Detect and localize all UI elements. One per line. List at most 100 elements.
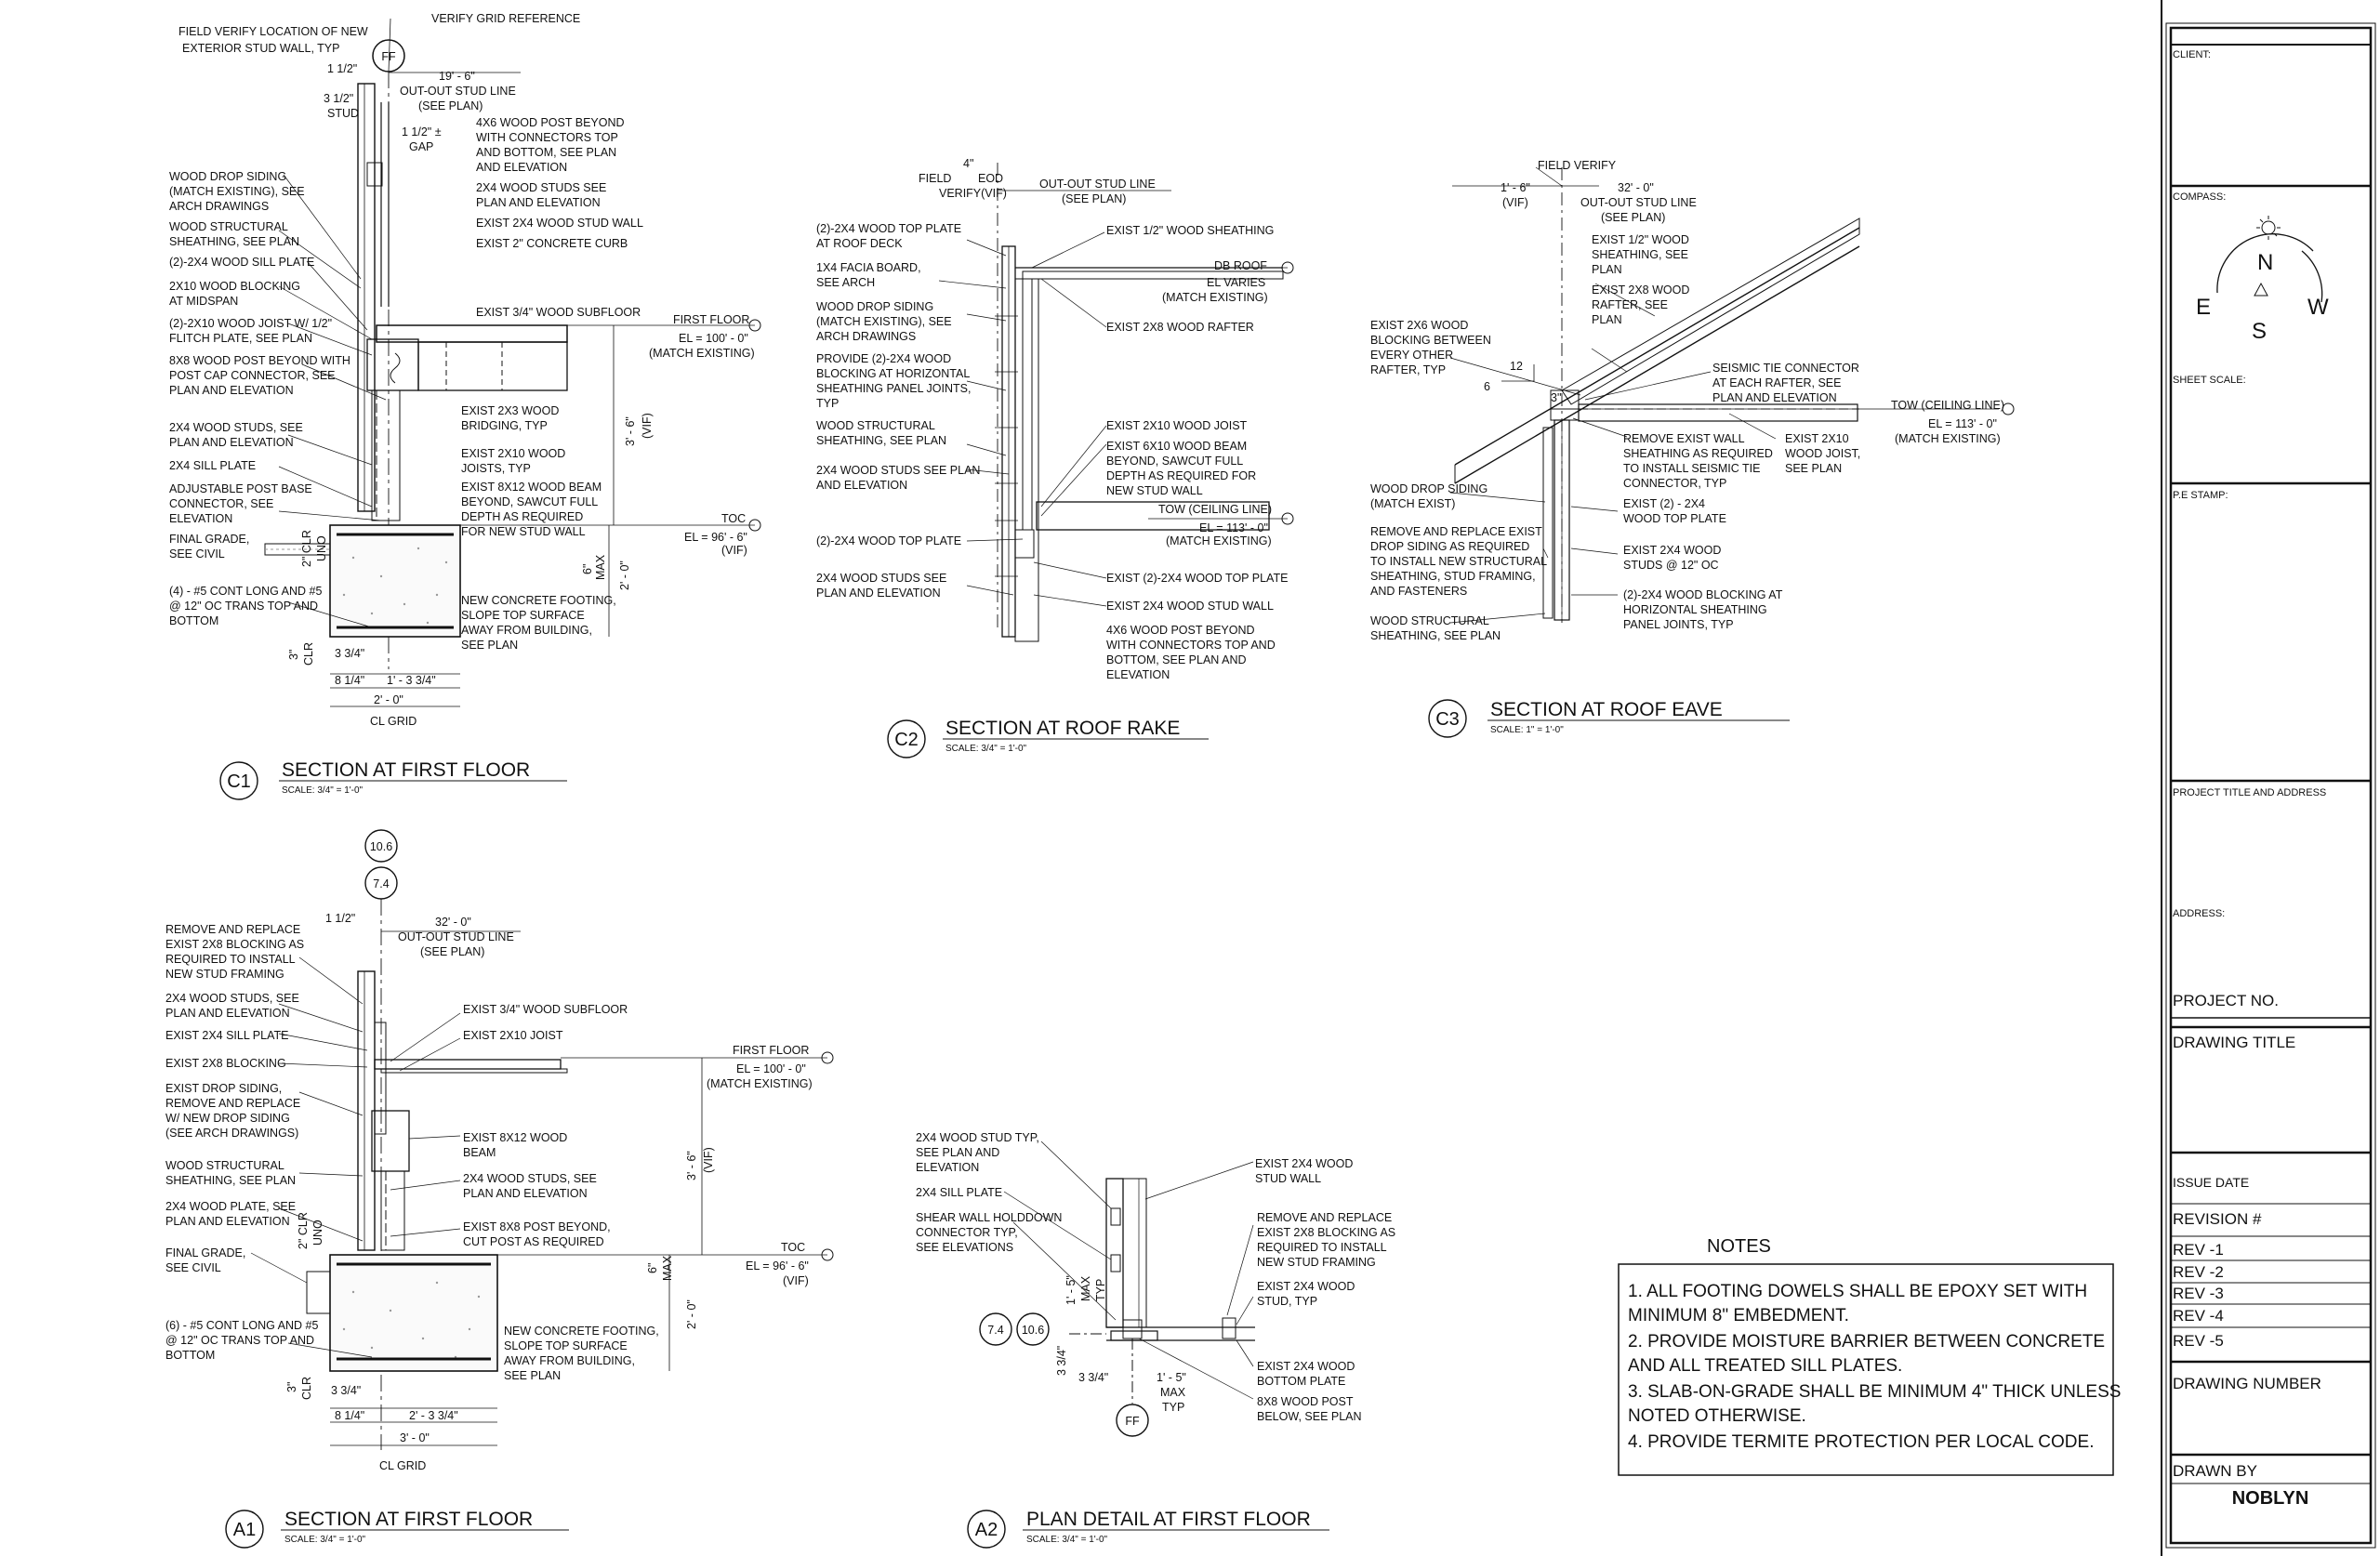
c3-label: SEISMIC TIE CONNECTOR [1712, 362, 1859, 375]
a1-label: (SEE PLAN) [420, 945, 484, 958]
a1-label: 32' - 0" [435, 916, 471, 929]
c2-label: EXIST 2X4 WOOD STUD WALL [1106, 600, 1274, 613]
c1-label: NEW CONCRETE FOOTING, [461, 594, 616, 607]
a1-label: AWAY FROM BUILDING, [504, 1354, 635, 1367]
c3-label: SHEATHING AS REQUIRED [1623, 447, 1773, 460]
c1-label: 1 1/2" [327, 62, 357, 75]
a2-grid-left: 7.4 [987, 1324, 1003, 1337]
c1-label: ADJUSTABLE POST BASE [169, 482, 312, 495]
a1-label: 2X4 WOOD STUDS, SEE [165, 992, 299, 1005]
c1-label: 3 1/2" [324, 92, 353, 105]
tb-revision: REVISION # [2173, 1210, 2262, 1228]
a1-label: TOC [781, 1241, 805, 1254]
c3-label: PLAN [1592, 263, 1622, 276]
c1-label: (2)-2X4 WOOD SILL PLATE [169, 256, 314, 269]
a1-label: 3' - 0" [400, 1431, 430, 1444]
a1-label: EXIST 2X8 BLOCKING AS [165, 938, 304, 951]
c1-label: BEYOND, SAWCUT FULL [461, 495, 598, 508]
c1-label: 8 1/4" [335, 674, 364, 687]
c2-label: EXIST 6X10 WOOD BEAM [1106, 440, 1247, 453]
a1-label: 3" [285, 1382, 298, 1392]
a1-label: SHEATHING, SEE PLAN [165, 1174, 296, 1187]
c1-label: ELEVATION [169, 512, 232, 525]
c1-label: STUD [327, 107, 359, 120]
c1-label: EXIST 2X3 WOOD [461, 404, 559, 417]
c3-label: (2)-2X4 WOOD BLOCKING AT [1623, 588, 1783, 601]
c1-label: EL = 96' - 6" [684, 531, 747, 544]
c3-label: 1' - 6" [1501, 181, 1530, 194]
c3-label: REMOVE AND REPLACE EXIST [1370, 525, 1542, 538]
c1-label: OUT-OUT STUD LINE [400, 85, 516, 98]
c3-scale: SCALE: 1" = 1'-0" [1490, 725, 1564, 735]
a1-label: EL = 100' - 0" [736, 1062, 806, 1075]
c3-label: EL = 113' - 0" [1928, 417, 1997, 430]
a1-label: SLOPE TOP SURFACE [504, 1339, 628, 1352]
a1-label: 2' - 3 3/4" [409, 1409, 458, 1422]
a1-label: NEW STUD FRAMING [165, 968, 284, 981]
c3-label: BLOCKING BETWEEN [1370, 334, 1491, 347]
c3-label: WOOD JOIST, [1785, 447, 1860, 460]
a1-label: 2X4 WOOD PLATE, SEE [165, 1200, 296, 1213]
a2-label: 3 3/4" [1078, 1371, 1108, 1384]
a2-label: 1' - 5" [1064, 1275, 1078, 1305]
tb-drawn-by-name: NOBLYN [2232, 1488, 2309, 1509]
c1-label: SEE CIVIL [169, 547, 225, 560]
c3-label: AT EACH RAFTER, SEE [1712, 376, 1841, 389]
c1-label: 3 3/4" [335, 647, 364, 660]
c1-label: SLOPE TOP SURFACE [461, 609, 585, 622]
c2-label: (MATCH EXISTING) [1166, 534, 1272, 547]
c1-label: 2X4 WOOD STUDS, SEE [169, 421, 303, 434]
c3-label: EXIST 2X8 WOOD [1592, 284, 1689, 297]
c1-label: SEE PLAN [461, 639, 518, 652]
c1-label: TOC [721, 512, 746, 525]
a1-label: (6) - #5 CONT LONG AND #5 [165, 1319, 318, 1332]
tb-rev-3: REV -3 [2173, 1285, 2224, 1302]
c1-label: (VIF) [641, 413, 654, 439]
c2-label: 1X4 FACIA BOARD, [816, 261, 921, 274]
compass-w-label: W [2307, 295, 2329, 320]
c3-label: (SEE PLAN) [1601, 211, 1665, 224]
c2-label: WITH CONNECTORS TOP AND [1106, 639, 1276, 652]
a2-title: PLAN DETAIL AT FIRST FLOOR [1026, 1509, 1311, 1530]
c1-label: 1 1/2" ± [402, 125, 442, 138]
c1-label: WOOD STRUCTURAL [169, 220, 288, 233]
c1-label: EXTERIOR STUD WALL, TYP [182, 42, 339, 55]
c3-label: SHEATHING, SEE [1592, 248, 1688, 261]
c1-label: @ 12" OC TRANS TOP AND [169, 600, 318, 613]
c1-label: AND BOTTOM, SEE PLAN [476, 146, 616, 159]
c1-label: EXIST 3/4" WOOD SUBFLOOR [476, 306, 641, 319]
c3-label: AND FASTENERS [1370, 585, 1467, 598]
c3-label: TOW (CEILING LINE) [1891, 399, 2004, 412]
a1-label: BEAM [463, 1146, 496, 1159]
a1-label: SEE CIVIL [165, 1261, 221, 1274]
a1-label: BOTTOM [165, 1349, 215, 1362]
c1-label: (4) - #5 CONT LONG AND #5 [169, 585, 322, 598]
a1-label: 3' - 6" [685, 1151, 698, 1180]
c2-scale: SCALE: 3/4" = 1'-0" [945, 744, 1027, 754]
c1-label: GAP [409, 140, 433, 153]
a2-label: SEE PLAN AND [916, 1146, 999, 1159]
a2-label: 2X4 SILL PLATE [916, 1186, 1002, 1199]
compass-n-label: N [2257, 250, 2273, 275]
a1-label: WOOD STRUCTURAL [165, 1159, 284, 1172]
c2-label: DB ROOF [1214, 259, 1267, 272]
a2-label: MAX [1160, 1386, 1186, 1399]
c2-tag: C2 [894, 730, 919, 750]
tb-compass: COMPASS: [2173, 191, 2226, 203]
a2-label: 8X8 WOOD POST [1257, 1395, 1354, 1408]
tb-rev-2: REV -2 [2173, 1263, 2224, 1281]
detail-a2: 7.4 10.6 FF 2X4 WOOD STUD TYP, SEE PLAN … [916, 1131, 1395, 1549]
c2-label: EL VARIES [1207, 276, 1265, 289]
a1-label: PLAN AND ELEVATION [165, 1215, 290, 1228]
a1-label: (VIF) [702, 1147, 715, 1173]
c3-label: (MATCH EXISTING) [1895, 432, 2001, 445]
note-line: 1. ALL FOOTING DOWELS SHALL BE EPOXY SET… [1628, 1282, 2087, 1301]
a2-label: TYP [1162, 1401, 1184, 1414]
c1-label: 19' - 6" [439, 70, 475, 83]
note-line: MINIMUM 8" EMBEDMENT. [1628, 1306, 1849, 1325]
tb-client: CLIENT: [2173, 49, 2211, 60]
c3-label: FIELD VERIFY [1538, 159, 1617, 172]
c1-label: 1' - 3 3/4" [387, 674, 436, 687]
a2-label: 2X4 WOOD STUD TYP, [916, 1131, 1039, 1144]
c1-label: FOR NEW STUD WALL [461, 525, 586, 538]
